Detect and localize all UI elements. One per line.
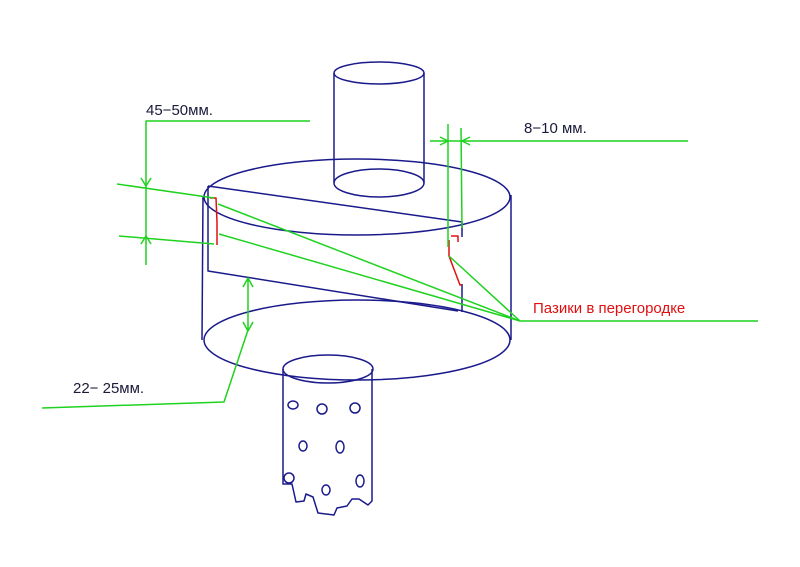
lower-gap-arrow-bottom	[242, 321, 254, 332]
depth-arrow-bottom	[140, 235, 152, 245]
perforation-holes	[283, 400, 365, 496]
top-pipe	[333, 61, 425, 198]
depth-ext-bottom	[118, 235, 215, 245]
lower-gap-arrow-top	[242, 277, 254, 288]
gap-vert-right	[460, 127, 463, 229]
gap-arrow-left	[439, 136, 449, 146]
depth-ext-top	[116, 183, 215, 199]
gap-arrow-right	[461, 136, 471, 146]
slots-leader-2	[217, 203, 521, 322]
slots-leader-3	[448, 255, 521, 322]
dimension-lines	[41, 120, 758, 409]
slots-leader-1	[218, 233, 521, 322]
partition-slots	[210, 197, 462, 286]
slots-note-label: Пазики в перегородке	[533, 300, 685, 317]
lower-gap-leader	[41, 329, 249, 409]
gap-range-label: 8−10 мм.	[524, 120, 587, 137]
depth-range-label: 45−50мм.	[146, 102, 213, 119]
bottom-pipe	[282, 354, 374, 516]
depth-leader	[145, 120, 310, 265]
lower-gap-range-label: 22− 25мм.	[73, 380, 144, 397]
depth-arrow-top	[140, 177, 152, 187]
